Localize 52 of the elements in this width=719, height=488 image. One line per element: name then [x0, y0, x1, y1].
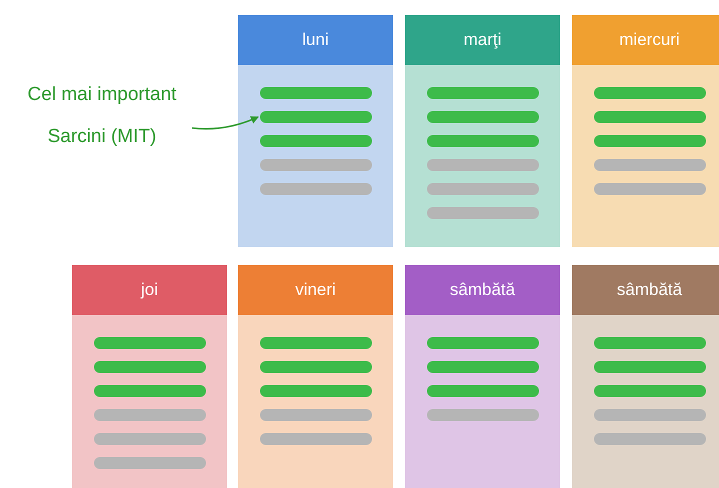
task-bar: [94, 433, 206, 445]
task-bar: [94, 457, 206, 469]
task-bar: [594, 111, 706, 123]
card-header: sâmbătă: [572, 265, 719, 315]
task-bar: [260, 87, 372, 99]
task-bar: [260, 385, 372, 397]
task-bar: [94, 361, 206, 373]
day-card: [238, 265, 393, 488]
task-bar: [427, 135, 539, 147]
task-bar: [594, 135, 706, 147]
card-header: miercuri: [572, 15, 719, 65]
task-bar: [427, 111, 539, 123]
day-card: [238, 15, 393, 247]
task-bar: [594, 409, 706, 421]
day-card: [405, 265, 560, 488]
card-header: luni: [238, 15, 393, 65]
card-header: vineri: [238, 265, 393, 315]
task-bar: [260, 337, 372, 349]
task-bar: [427, 207, 539, 219]
leader-arrow: [192, 116, 259, 130]
task-bar: [594, 87, 706, 99]
card-header: marţi: [405, 15, 560, 65]
day-card: [405, 15, 560, 247]
task-bar: [260, 111, 372, 123]
task-bar: [427, 159, 539, 171]
task-bar: [594, 361, 706, 373]
task-bar: [594, 159, 706, 171]
task-bar: [427, 361, 539, 373]
card-header: joi: [72, 265, 227, 315]
task-bar: [427, 183, 539, 195]
task-bar: [594, 385, 706, 397]
card-header: sâmbătă: [405, 265, 560, 315]
task-bar: [260, 361, 372, 373]
task-bar: [594, 433, 706, 445]
task-bar: [260, 183, 372, 195]
task-bar: [594, 337, 706, 349]
task-bar: [94, 409, 206, 421]
day-card: [72, 265, 227, 488]
task-bar: [427, 337, 539, 349]
task-bar: [260, 159, 372, 171]
task-bar: [260, 433, 372, 445]
task-bar: [594, 183, 706, 195]
day-card: [572, 15, 719, 247]
task-bar: [94, 337, 206, 349]
task-bar: [260, 409, 372, 421]
annotation-text: Cel mai important Sarcini (MIT): [2, 74, 202, 158]
task-bar: [427, 385, 539, 397]
day-card: [572, 265, 719, 488]
task-bar: [427, 409, 539, 421]
task-bar: [94, 385, 206, 397]
task-bar: [260, 135, 372, 147]
task-bar: [427, 87, 539, 99]
